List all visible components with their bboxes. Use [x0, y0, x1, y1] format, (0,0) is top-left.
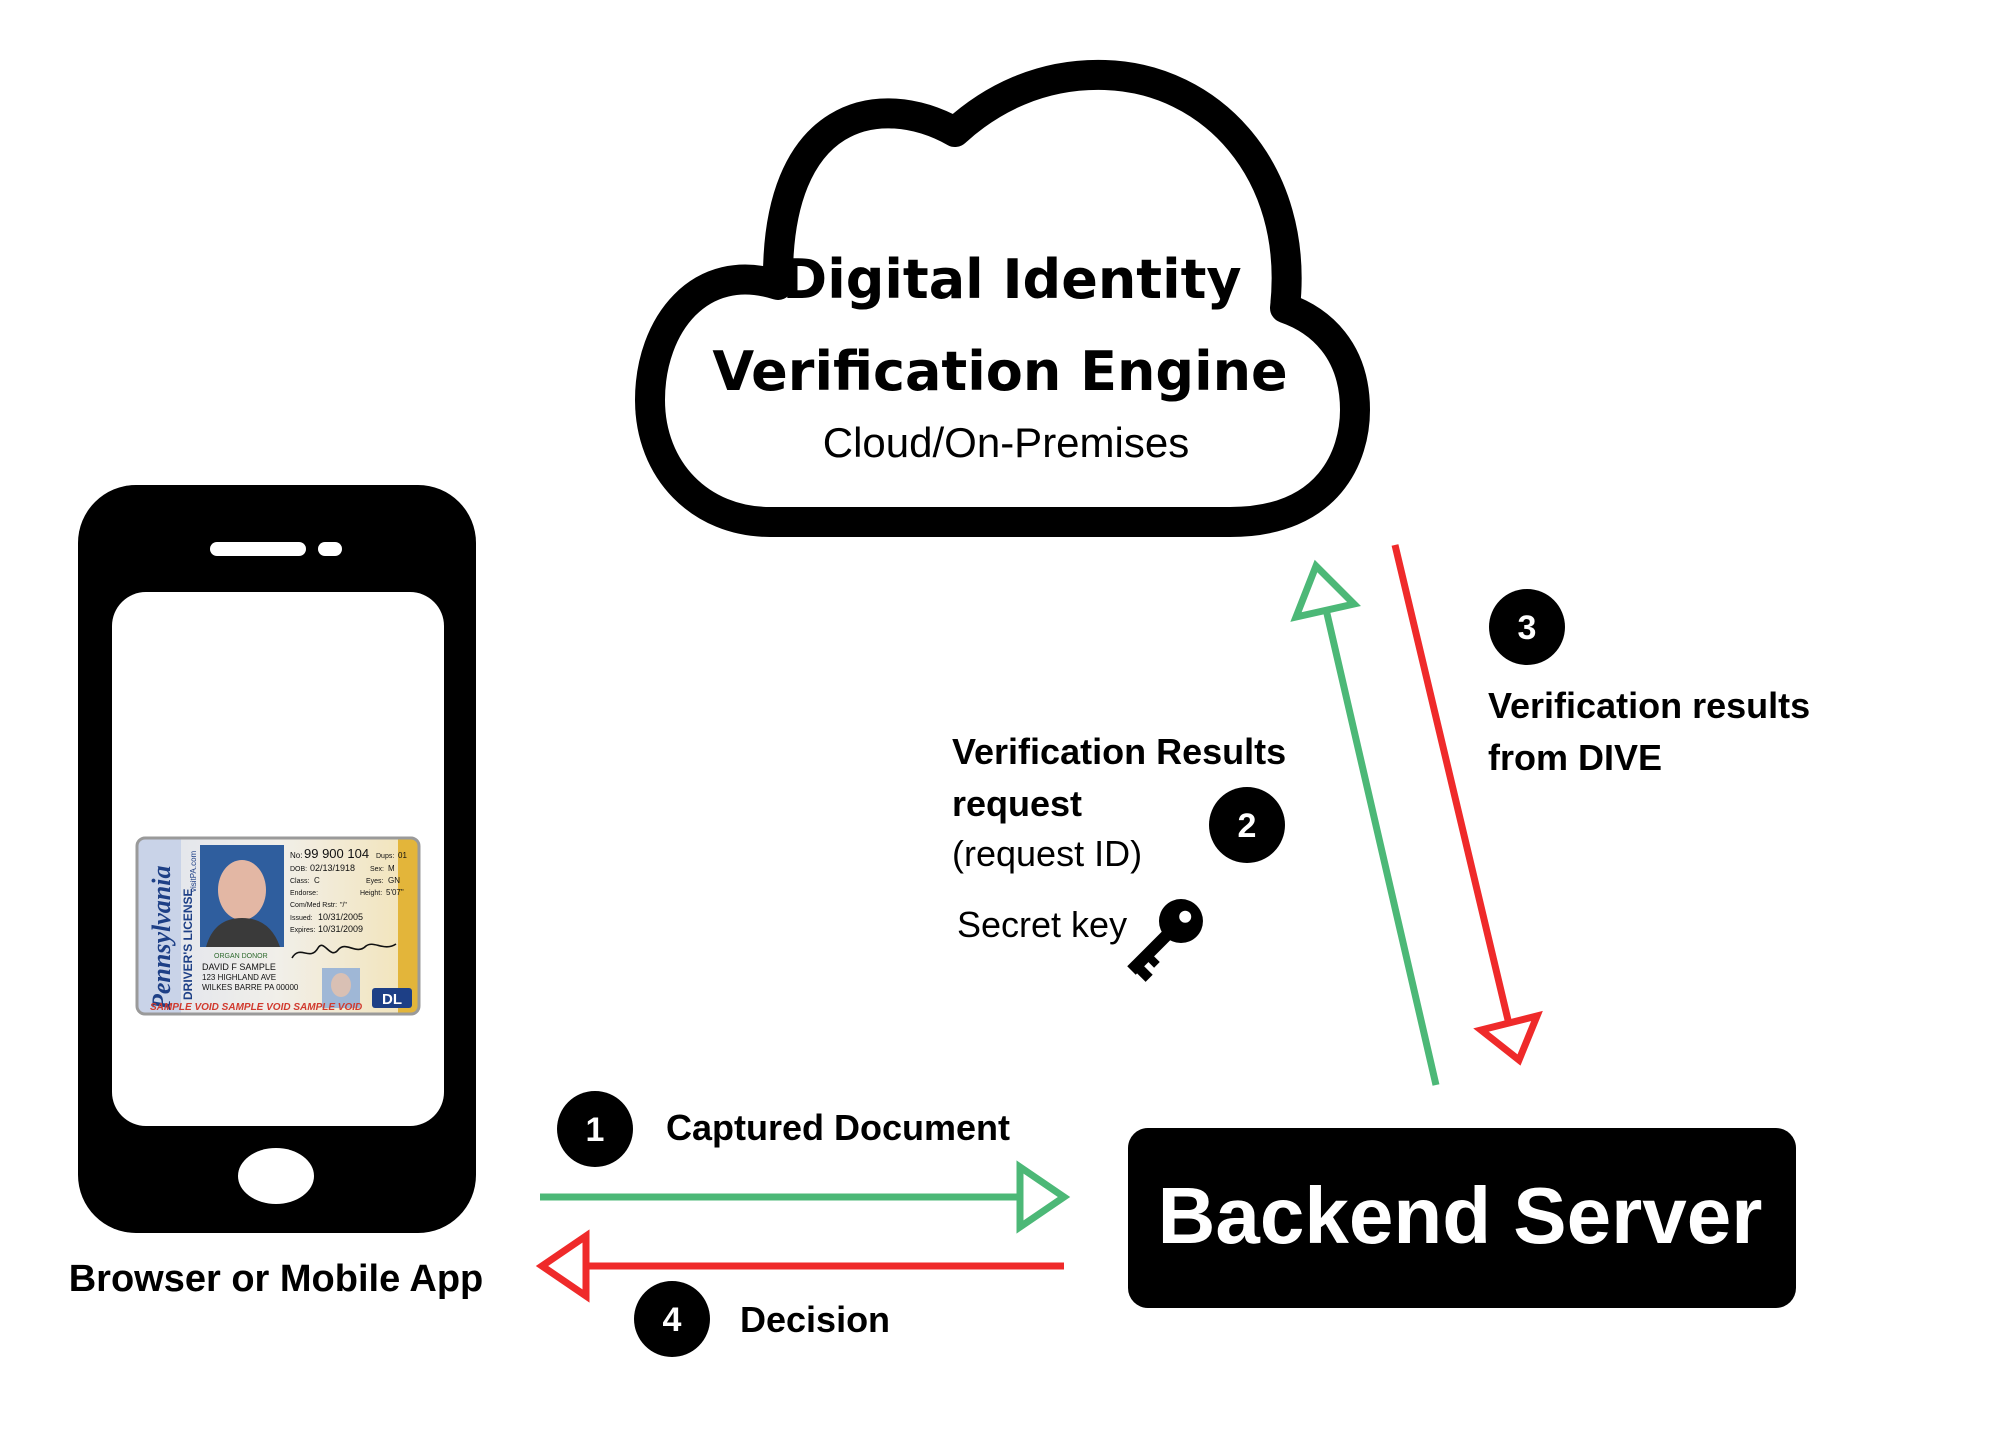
id-card-ghost-face [331, 973, 351, 997]
id-card-eyes-label: Eyes: [366, 878, 384, 885]
step-4-label: Decision [740, 1299, 890, 1340]
phone-label: Browser or Mobile App [69, 1258, 484, 1300]
id-card-expires: 10/31/2009 [318, 924, 363, 934]
backend-server-node: Backend Server [1128, 1128, 1796, 1308]
step-2-number: 2 [1238, 807, 1257, 845]
id-card-name: DAVID F SAMPLE [202, 962, 276, 972]
arrow-decision [535, 1229, 1064, 1303]
id-card-state: Pennsylvania [147, 866, 176, 1011]
id-card-dl-badge [372, 988, 412, 1008]
id-card-website: visitPA.com [189, 850, 198, 892]
id-card-restr: "/" [340, 902, 347, 909]
id-card-photo-face [218, 860, 266, 920]
step-1-label: Captured Document [666, 1107, 1010, 1148]
id-card-issued: 10/31/2005 [318, 912, 363, 922]
step-3-badge: 3 [1489, 589, 1565, 665]
cloud-shape [635, 59, 1370, 537]
step-1-number: 1 [586, 1111, 605, 1149]
phone-home-button [238, 1148, 314, 1204]
id-card: Pennsylvania visitPA.com DRIVER'S LICENS… [137, 838, 419, 1014]
cloud-node: Digital Identity Verification Engine Clo… [635, 59, 1370, 537]
id-card-details: No: 99 900 104 Dups: 01 DOB: 02/13/1918 … [202, 846, 407, 992]
id-card-state-strip [137, 838, 181, 1014]
step-1-badge: 1 [557, 1091, 633, 1167]
id-card-address2: WILKES BARRE PA 00000 [202, 983, 299, 992]
id-card-address1: 123 HIGHLAND AVE [202, 973, 276, 982]
key-icon [1127, 899, 1203, 982]
id-card-dups: 01 [398, 851, 407, 860]
cloud-subtitle: Cloud/On-Premises [823, 419, 1189, 466]
step-2-label-line3: (request ID) [952, 833, 1142, 874]
id-card-dob-label: DOB: [290, 866, 307, 873]
phone-camera [318, 542, 342, 556]
id-card-border [135, 836, 421, 1016]
id-card-class: C [314, 876, 320, 885]
id-card-void-strip: SAMPLE VOID SAMPLE VOID SAMPLE VOID [150, 1002, 362, 1013]
backend-server-label: Backend Server [1158, 1171, 1763, 1260]
phone-speaker [210, 542, 306, 556]
id-card-photo-body [206, 918, 280, 947]
id-card-doc-type: DRIVER'S LICENSE [181, 888, 195, 1000]
arrow-captured-document [540, 1160, 1071, 1234]
id-card-expires-label: Expires: [290, 927, 315, 934]
id-card-sex-label: Sex: [370, 866, 384, 873]
step-2-secret-key-label: Secret key [957, 904, 1127, 945]
step-3-label-line2: from DIVE [1488, 737, 1662, 778]
id-card-issued-label: Issued: [290, 915, 313, 922]
id-card-donor: ORGAN DONOR [214, 953, 268, 960]
id-card-gold-strip [398, 838, 419, 1014]
backend-server-box [1128, 1128, 1796, 1308]
step-4-number: 4 [663, 1301, 682, 1339]
cloud-title-line1: Digital Identity [782, 248, 1241, 311]
step-2-label-line2: request [952, 783, 1082, 824]
arrow-verification-results [1391, 544, 1543, 1066]
id-card-sex: M [388, 864, 395, 873]
id-card-endorse-label: Endorse: [290, 890, 318, 897]
id-card-dups-label: Dups: [376, 853, 394, 860]
id-card-class-label: Class: [290, 878, 310, 885]
id-card-signature [291, 943, 397, 959]
id-card-number-label: No: [290, 851, 302, 860]
id-card-dl-badge-text: DL [382, 991, 402, 1008]
id-card-restr-label: Com/Med Rstr: [290, 902, 337, 909]
id-card-height-label: Height: [360, 890, 382, 897]
step-2-badge: 2 [1209, 787, 1285, 863]
id-card-eyes: GN [388, 876, 400, 885]
step-4-badge: 4 [634, 1281, 710, 1357]
id-card-dob: 02/13/1918 [310, 863, 355, 873]
step-3-number: 3 [1518, 609, 1537, 647]
id-card-number: 99 900 104 [304, 846, 369, 861]
cloud-title-line2: Verification Engine [712, 340, 1287, 403]
arrow-verification-request [1290, 559, 1440, 1086]
id-card-height: 5'07" [386, 888, 404, 897]
step-3-label-line1: Verification results [1488, 685, 1810, 726]
step-2-label-line1: Verification Results [952, 731, 1286, 772]
